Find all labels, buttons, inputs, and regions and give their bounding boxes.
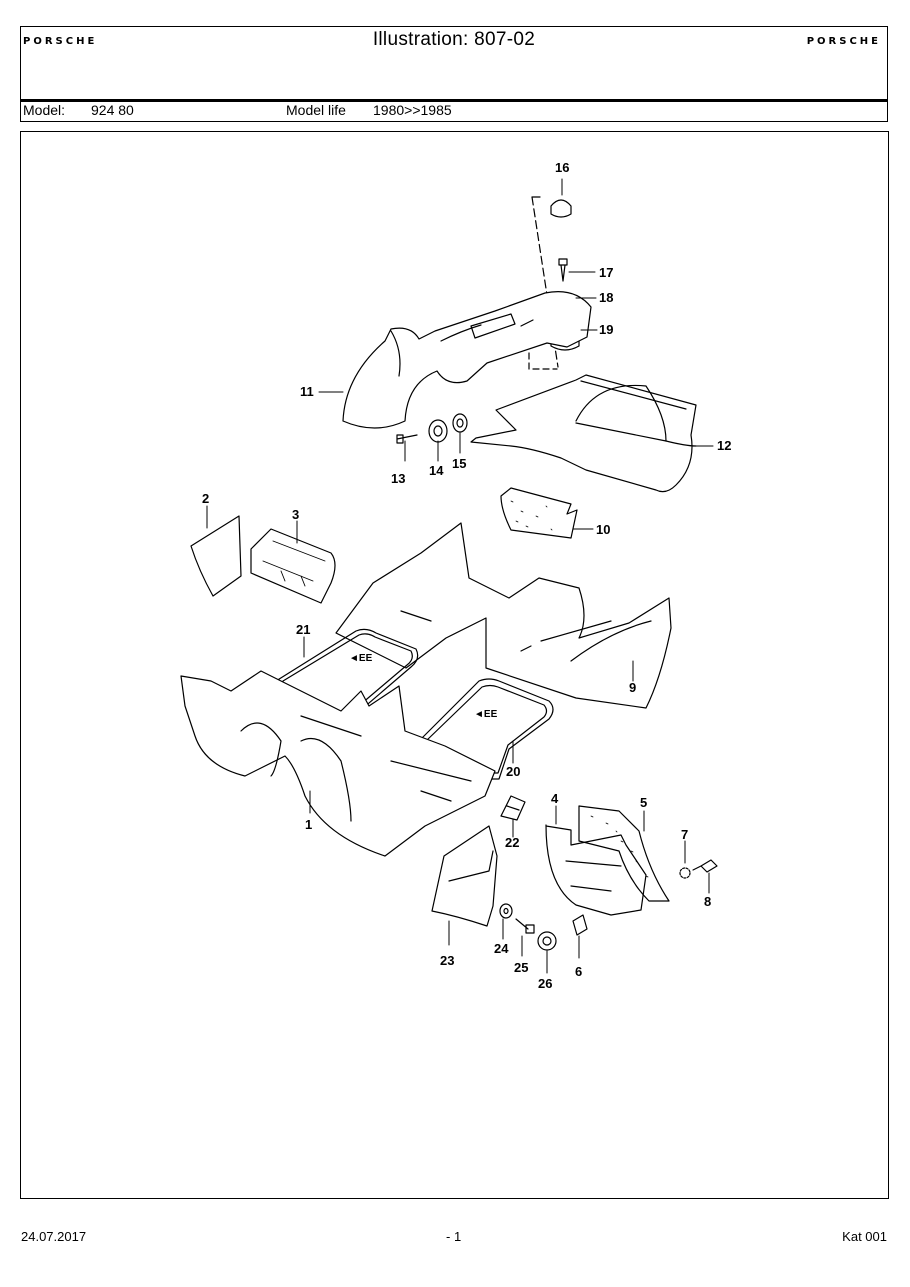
exploded-parts-drawing: ◄EE ◄EE — [180, 160, 731, 991]
model-life-value: 1980>>1985 — [373, 102, 452, 118]
callout-9: 9 — [629, 680, 636, 695]
part-16-cap — [531, 196, 572, 368]
part-25-screw — [515, 918, 535, 934]
footer-page-number: - 1 — [446, 1229, 462, 1244]
part-5-foam-panel — [578, 805, 670, 902]
model-row: Model: 924 80 Model life 1980>>1985 — [21, 102, 887, 120]
callout-7: 7 — [681, 827, 688, 842]
illustration-title: Illustration: 807-02 — [372, 29, 536, 50]
callout-14: 14 — [429, 463, 444, 478]
callout-2: 2 — [202, 491, 209, 506]
callout-19: 19 — [599, 322, 613, 337]
part-8-screw — [692, 859, 718, 873]
part-17-screw — [558, 258, 568, 282]
part-23-trim-panel — [431, 825, 498, 927]
callout-22: 22 — [505, 835, 519, 850]
callout-24: 24 — [494, 941, 509, 956]
part-9-front-carpet — [335, 522, 672, 709]
porsche-logo-left: PORSCHE — [23, 36, 98, 47]
callout-6: 6 — [575, 964, 582, 979]
callout-26: 26 — [538, 976, 552, 991]
part-2-side-panel — [190, 515, 242, 597]
callout-12: 12 — [717, 438, 731, 453]
part-24-washer — [499, 903, 513, 919]
callout-17: 17 — [599, 265, 613, 280]
callout-10: 10 — [596, 522, 610, 537]
callout-18: 18 — [599, 290, 613, 305]
part-14-grommet — [428, 419, 448, 443]
callout-13: 13 — [391, 471, 405, 486]
model-value: 924 80 — [91, 102, 134, 118]
part-15-ring — [452, 413, 468, 433]
footer-date: 24.07.2017 — [21, 1229, 87, 1244]
callout-1: 1 — [305, 817, 312, 832]
callout-4: 4 — [551, 791, 559, 806]
parts-diagram: ◄EE ◄EE — [20, 131, 889, 1199]
callout-15: 15 — [452, 456, 466, 471]
model-label: Model: — [23, 102, 66, 118]
leader-lines — [206, 178, 714, 974]
part-6-clip — [572, 914, 588, 936]
callout-23: 23 — [440, 953, 454, 968]
part-1-carpet-tub — [180, 670, 496, 857]
svg-text:◄EE: ◄EE — [349, 653, 373, 664]
part-26-nut — [537, 931, 557, 951]
part-4-side-panel — [545, 824, 647, 916]
callout-8: 8 — [704, 894, 711, 909]
footer-catalog: Kat 001 — [842, 1229, 887, 1244]
part-10-foam-pad — [500, 487, 578, 539]
callout-16: 16 — [555, 160, 569, 175]
part-7-spire-nut — [679, 867, 691, 879]
porsche-logo-right: PORSCHE — [806, 36, 881, 47]
callout-3: 3 — [292, 507, 299, 522]
header-box: PORSCHE Illustration: 807-02 PORSCHE Mod… — [20, 26, 888, 122]
svg-text:◄EE: ◄EE — [474, 709, 498, 720]
part-12-rear-carpet — [470, 374, 697, 493]
model-life-label: Model life — [286, 102, 346, 118]
callout-5: 5 — [640, 795, 647, 810]
callout-21: 21 — [296, 622, 310, 637]
header-divider — [21, 99, 887, 102]
callout-25: 25 — [514, 960, 528, 975]
part-13-screw — [396, 434, 418, 444]
callout-11: 11 — [300, 384, 314, 399]
part-11-wheelarch-liner — [342, 291, 592, 429]
part-3-insulation-panel — [250, 528, 336, 604]
part-22-bracket — [500, 795, 526, 821]
callout-20: 20 — [506, 764, 520, 779]
